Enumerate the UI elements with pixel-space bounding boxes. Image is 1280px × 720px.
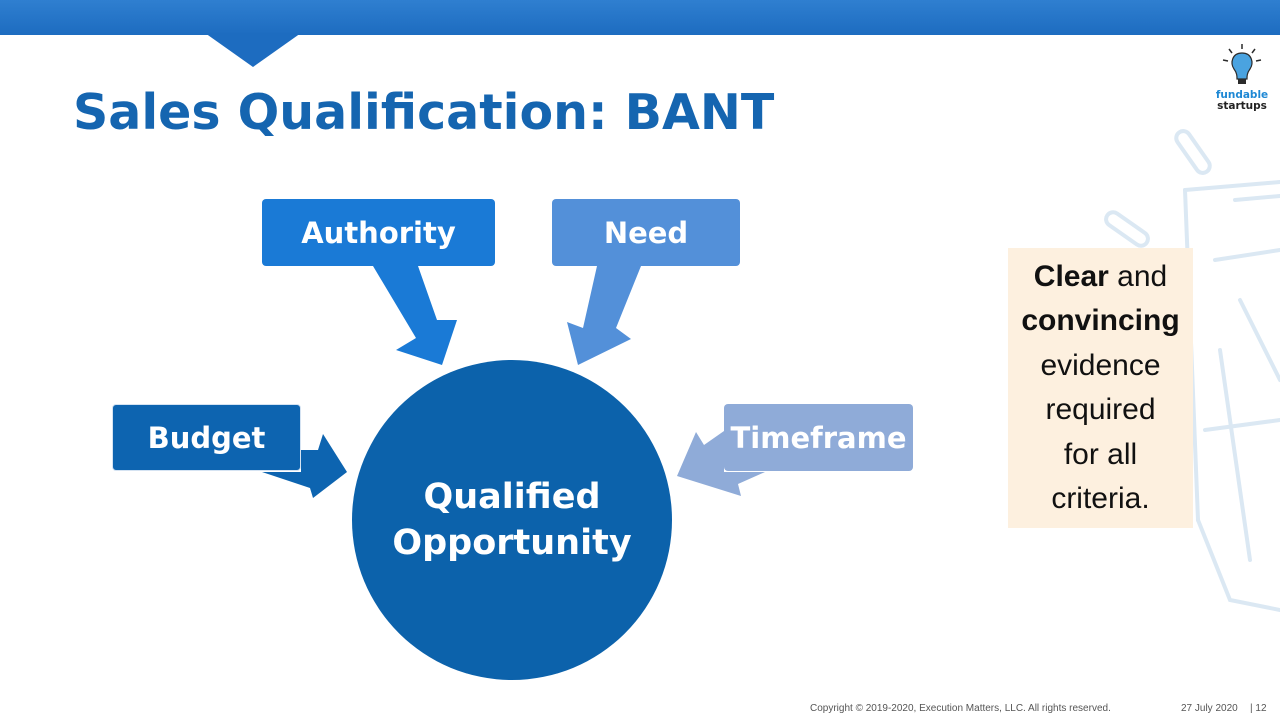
arrow-budget <box>262 434 347 498</box>
callout-line6: criteria. <box>1051 482 1150 515</box>
logo-text-bottom: startups <box>1217 100 1267 112</box>
node-authority: Authority <box>262 199 495 266</box>
callout-line2: convincing <box>1021 299 1179 344</box>
center-node: Qualified Opportunity <box>352 360 672 680</box>
footer-page-number: | 12 <box>1250 703 1267 714</box>
center-node-line2: Opportunity <box>392 523 632 563</box>
callout-box: Clear and convincing evidence required f… <box>1008 248 1193 528</box>
callout-line5: for all <box>1063 437 1138 471</box>
arrow-need <box>567 266 641 365</box>
header-bar <box>0 0 1280 35</box>
callout-line3: evidence <box>1040 348 1161 382</box>
callout-line4: required <box>1045 393 1156 426</box>
node-budget: Budget <box>112 404 301 471</box>
footer-copyright: Copyright © 2019-2020, Execution Matters… <box>810 703 1111 714</box>
callout-text-and: and <box>1108 259 1168 293</box>
node-need: Need <box>552 199 740 266</box>
callout-line1: Clear and <box>1034 255 1167 300</box>
arrow-authority <box>373 266 457 365</box>
node-timeframe: Timeframe <box>724 404 913 471</box>
center-node-line1: Qualified <box>423 477 601 517</box>
lightbulb-icon <box>1222 44 1262 84</box>
logo: fundable startups <box>1210 42 1274 116</box>
slide-title: Sales Qualification: BANT <box>73 84 775 141</box>
callout-bold-clear: Clear <box>1033 259 1109 293</box>
arrow-timeframe <box>677 431 765 496</box>
callout-bold-convincing: convincing <box>1021 304 1180 337</box>
header-notch <box>205 33 301 67</box>
logo-text-top: fundable <box>1215 89 1269 101</box>
footer-date: 27 July 2020 <box>1181 703 1238 714</box>
